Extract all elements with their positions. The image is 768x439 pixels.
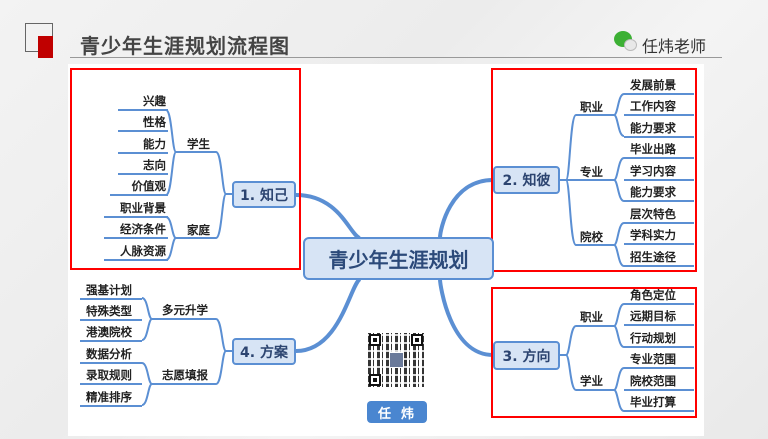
subtopic-multi-admission[interactable]: 多元升学 [162,303,208,317]
leaf-item[interactable]: 毕业出路 [624,140,694,159]
leaf-item[interactable]: 数据分析 [80,345,142,364]
leaf-item[interactable]: 录取规则 [80,366,142,385]
logo-red-square [38,36,53,58]
branch-know-self[interactable]: 1. 知己 [232,181,296,208]
leaf-item[interactable]: 能力要求 [624,119,694,138]
subtopic-college[interactable]: 院校 [580,230,603,244]
subtopic-major[interactable]: 专业 [580,165,603,179]
leaf-item[interactable]: 层次特色 [624,205,694,224]
branch-know-other[interactable]: 2. 知彼 [493,166,560,194]
leaf-item[interactable]: 发展前景 [624,76,694,95]
author-name: 任炜老师 [642,37,707,56]
page-title: 青少年生涯规划流程图 [80,34,290,58]
leaf-item[interactable]: 性格 [118,113,168,132]
leaf-item[interactable]: 能力要求 [624,183,694,202]
subtopic-family[interactable]: 家庭 [187,223,210,237]
section-frame-know-self [70,68,301,270]
section-frame-direction [491,287,697,418]
leaf-item[interactable]: 远期目标 [624,307,694,326]
central-topic[interactable]: 青少年生涯规划 [303,237,494,280]
subtopic-student[interactable]: 学生 [187,137,210,151]
leaf-item[interactable]: 经济条件 [104,220,168,239]
subtopic-career-direction[interactable]: 职业 [580,310,603,324]
leaf-item[interactable]: 院校范围 [624,372,694,391]
subtopic-study[interactable]: 学业 [580,374,603,388]
qr-finder [411,334,423,346]
section-frame-know-other [491,68,697,272]
leaf-item[interactable]: 兴趣 [118,92,168,111]
leaf-item[interactable]: 职业背景 [104,199,168,218]
qr-finder [369,334,381,346]
name-button[interactable]: 任炜 [367,401,427,423]
wechat-bubble-icon [624,39,637,51]
leaf-item[interactable]: 学习内容 [624,162,694,181]
leaf-item[interactable]: 行动规划 [624,329,694,348]
avatar [389,352,404,368]
header-divider [70,57,722,58]
leaf-item[interactable]: 角色定位 [624,286,694,305]
leaf-item[interactable]: 强基计划 [80,281,142,300]
branch-plan[interactable]: 4. 方案 [232,338,296,365]
leaf-item[interactable]: 毕业打算 [624,393,694,412]
leaf-item[interactable]: 特殊类型 [80,302,142,321]
leaf-item[interactable]: 港澳院校 [80,323,142,342]
leaf-item[interactable]: 专业范围 [624,350,694,369]
qr-finder [369,374,381,386]
leaf-item[interactable]: 招生途径 [624,248,694,267]
subtopic-application[interactable]: 志愿填报 [162,368,208,382]
branch-direction[interactable]: 3. 方向 [493,341,560,370]
leaf-item[interactable]: 志向 [118,156,168,175]
leaf-item[interactable]: 人脉资源 [104,242,168,261]
leaf-item[interactable]: 精准排序 [80,388,142,407]
leaf-item[interactable]: 能力 [118,135,168,154]
subtopic-career[interactable]: 职业 [580,100,603,114]
leaf-item[interactable]: 价值观 [110,177,168,196]
leaf-item[interactable]: 学科实力 [624,226,694,245]
leaf-item[interactable]: 工作内容 [624,97,694,116]
